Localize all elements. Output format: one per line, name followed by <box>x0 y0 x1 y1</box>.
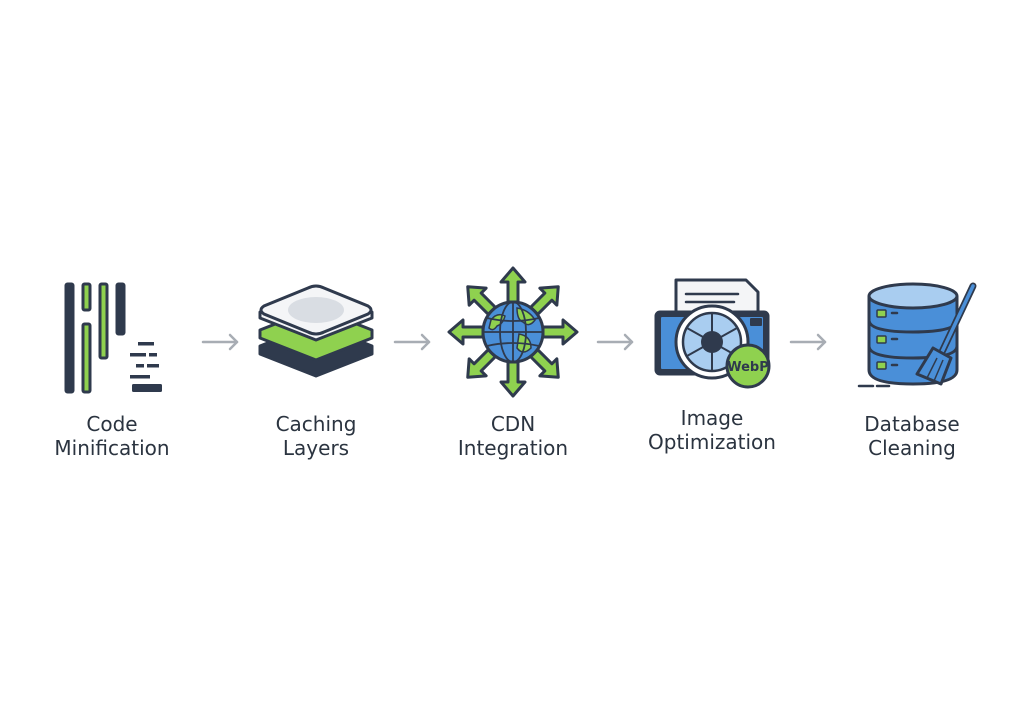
label-line: CDN <box>490 412 536 436</box>
step-label: Database Cleaning <box>812 412 1012 460</box>
label-line: Caching <box>275 412 357 436</box>
step-image-optimization: WebP Image Optimization <box>612 262 812 454</box>
code-minify-icon <box>64 282 162 394</box>
label-line: Database <box>864 412 960 436</box>
label-line: Code <box>86 412 138 436</box>
arrow-right-icon <box>789 333 827 351</box>
label-line: Layers <box>282 436 350 460</box>
step-cdn-integration: CDN Integration <box>413 262 613 460</box>
step-label: Caching Layers <box>216 412 416 460</box>
label-line: Image <box>680 406 744 430</box>
arrow-right-icon <box>201 333 239 351</box>
webp-badge: WebP <box>727 360 769 375</box>
arrow-right-icon <box>596 333 634 351</box>
step-code-minification: Code Minification <box>12 262 212 460</box>
label-line: Cleaning <box>868 436 956 460</box>
label-line: Integration <box>457 436 569 460</box>
arrow-right-icon <box>393 333 431 351</box>
database-broom-icon <box>857 282 977 388</box>
step-database-cleaning: Database Cleaning <box>812 262 1012 460</box>
step-label: Image Optimization <box>612 406 812 454</box>
step-caching-layers: Caching Layers <box>216 262 416 460</box>
step-label: Code Minification <box>12 412 212 460</box>
layers-icon <box>258 284 374 378</box>
label-line: Minification <box>54 436 170 460</box>
globe-arrows-icon <box>447 266 579 398</box>
step-label: CDN Integration <box>413 412 613 460</box>
label-line: Optimization <box>648 430 776 454</box>
camera-webp-icon: WebP <box>654 278 771 389</box>
